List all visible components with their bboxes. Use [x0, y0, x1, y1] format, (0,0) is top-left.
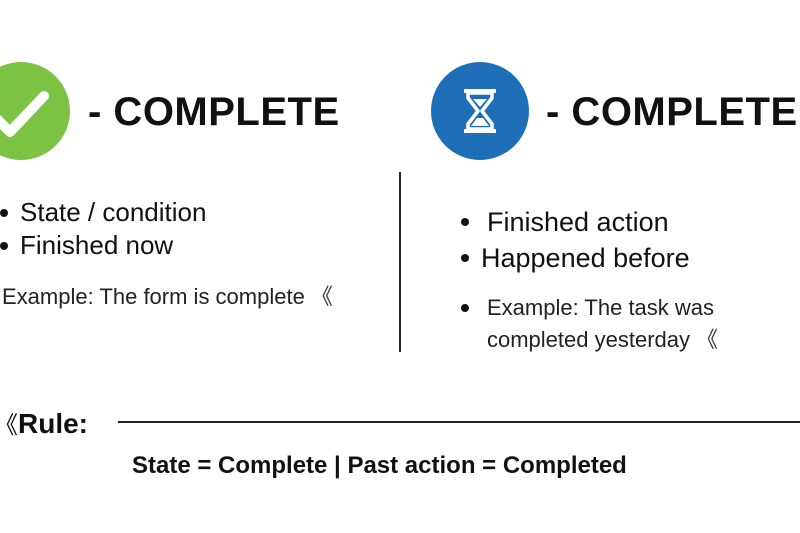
rule-line	[118, 421, 800, 423]
chevron-left-icon: 《	[696, 327, 719, 352]
complete-example-text: Example: The form is complete	[2, 284, 305, 309]
list-item: Finished now	[0, 229, 206, 262]
complete-example: Example: The form is complete《	[2, 282, 333, 312]
hourglass-icon	[464, 89, 496, 133]
rule-title: Rule:	[18, 408, 88, 439]
list-item: Happened before	[459, 240, 690, 276]
complete-bullets: State / condition Finished now	[0, 196, 206, 262]
rule-label: 《Rule:	[0, 405, 88, 440]
completed-example-line1: Example: The task was	[487, 295, 715, 320]
complete-heading: - COMPLETE	[88, 90, 340, 134]
list-item: State / condition	[0, 196, 206, 229]
chevron-left-icon: 《	[310, 284, 333, 309]
completed-heading: - COMPLETED	[546, 90, 800, 134]
hourglass-badge	[431, 62, 529, 160]
completed-example: Example: The task was	[459, 293, 714, 323]
check-icon	[0, 91, 49, 137]
completed-example-cont: completed yesterday《	[487, 325, 718, 355]
completed-example-line2: completed yesterday	[487, 327, 690, 352]
chevron-icon: 《	[0, 412, 18, 439]
list-item: Finished action	[459, 204, 690, 240]
rule-text: State = Complete | Past action = Complet…	[132, 452, 627, 479]
completed-bullets: Finished action Happened before	[459, 204, 690, 276]
list-item: Example: The task was	[459, 293, 714, 323]
vertical-divider	[399, 172, 401, 352]
check-badge	[0, 62, 70, 160]
